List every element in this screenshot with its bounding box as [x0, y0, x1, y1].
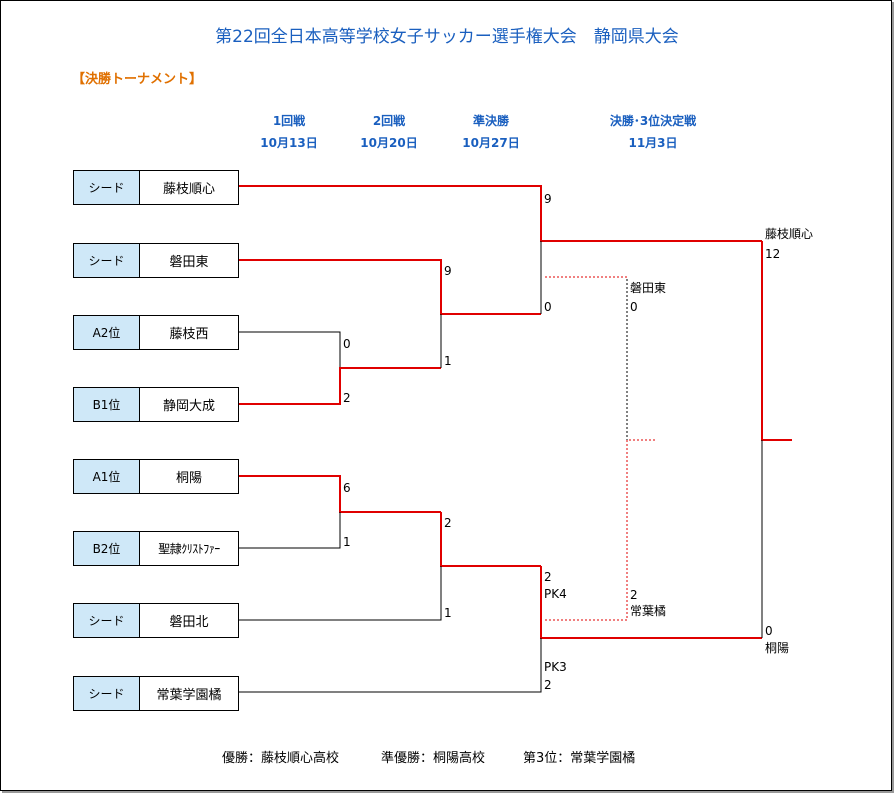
seed-tag: シード [74, 171, 140, 204]
score-label: 1 [343, 535, 351, 549]
team-name: 磐田北 [169, 615, 209, 630]
page-title: 第22回全日本高等学校女子サッカー選手権大会 静岡県大会 [215, 27, 679, 47]
team-row: A1位 桐陽 [73, 459, 239, 494]
winner-line [540, 566, 762, 639]
team-row: B2位 聖隷ｸﾘｽﾄﾌｧｰ [73, 531, 239, 566]
score-label: 2 [444, 516, 452, 530]
team-name: 常葉学園橘 [156, 688, 222, 703]
round-name: 1回戦 [272, 114, 306, 128]
winner-line [440, 512, 541, 567]
score-label: 2 [630, 588, 638, 602]
score-label: 0 [544, 300, 552, 314]
third-place-team: 常葉橘 [630, 604, 667, 618]
team-row: シード 常葉学園橘 [73, 676, 239, 711]
team-row: A2位 藤枝西 [73, 315, 239, 350]
score-label: 9 [544, 192, 552, 206]
team-row: B1位 静岡大成 [73, 387, 239, 422]
round-header-3: 準決勝 10月27日 [436, 110, 546, 154]
seed-tag: シード [74, 604, 140, 637]
bracket-line [239, 566, 442, 621]
score-label: 12 [765, 247, 781, 261]
bracket-line [239, 638, 542, 693]
score-label: 0 [630, 300, 638, 314]
team-name: 磐田東 [169, 255, 209, 270]
team-name: 聖隷ｸﾘｽﾄﾌｧｰ [158, 542, 220, 556]
runner-up-text: 準優勝：桐陽高校 [381, 751, 486, 766]
round-header-1: 1回戦 10月13日 [234, 110, 344, 154]
team-name: 静岡大成 [162, 399, 215, 414]
round-header-2: 2回戦 10月20日 [334, 110, 444, 154]
seed-tag: B1位 [74, 388, 140, 421]
pk-score-label: PK4 [544, 587, 567, 601]
third-place-line [545, 439, 656, 621]
score-label: 2 [544, 678, 552, 692]
score-label: 0 [765, 624, 773, 638]
winner-line [761, 241, 792, 441]
team-name: 桐陽 [175, 471, 202, 486]
round-date: 10月13日 [260, 136, 318, 150]
winner-line [239, 185, 762, 242]
score-label: 1 [444, 354, 452, 368]
seed-tag: A2位 [74, 316, 140, 349]
round-name: 決勝･3位決定戦 [609, 114, 697, 128]
team-row: シード 磐田北 [73, 603, 239, 638]
third-place-text: 第3位：常葉学園橘 [523, 751, 636, 766]
winner-line [239, 259, 541, 315]
team-row: シード 磐田東 [73, 243, 239, 278]
final-team: 藤枝順心 [765, 227, 814, 241]
score-label: 2 [343, 391, 351, 405]
winner-line [239, 367, 441, 405]
third-place-line [545, 276, 628, 440]
round-name: 2回戦 [372, 114, 406, 128]
final-team: 桐陽 [765, 641, 790, 655]
bracket-line [239, 331, 341, 368]
winner-line [239, 475, 441, 513]
round-header-4: 決勝･3位決定戦 11月3日 [588, 110, 718, 154]
seed-tag: シード [74, 677, 140, 710]
team-row: シード 藤枝順心 [73, 170, 239, 205]
score-label: 2 [544, 570, 552, 584]
seed-tag: B2位 [74, 532, 140, 565]
seed-tag: A1位 [74, 460, 140, 493]
score-label: 0 [343, 337, 351, 351]
score-label: 1 [444, 606, 452, 620]
seed-tag: シード [74, 244, 140, 277]
team-name: 藤枝西 [169, 327, 209, 342]
score-label: 9 [444, 264, 452, 278]
bracket-line [239, 512, 341, 549]
pk-score-label: PK3 [544, 660, 567, 674]
section-heading: 【決勝トーナメント】 [72, 72, 203, 87]
round-date: 10月20日 [360, 136, 418, 150]
round-date: 10月27日 [462, 136, 520, 150]
round-date: 11月3日 [628, 136, 678, 150]
score-label: 6 [343, 481, 351, 495]
round-name: 準決勝 [472, 114, 509, 128]
team-name: 藤枝順心 [162, 182, 215, 197]
winner-text: 優勝：藤枝順心高校 [222, 751, 340, 766]
third-place-team: 磐田東 [630, 281, 667, 295]
